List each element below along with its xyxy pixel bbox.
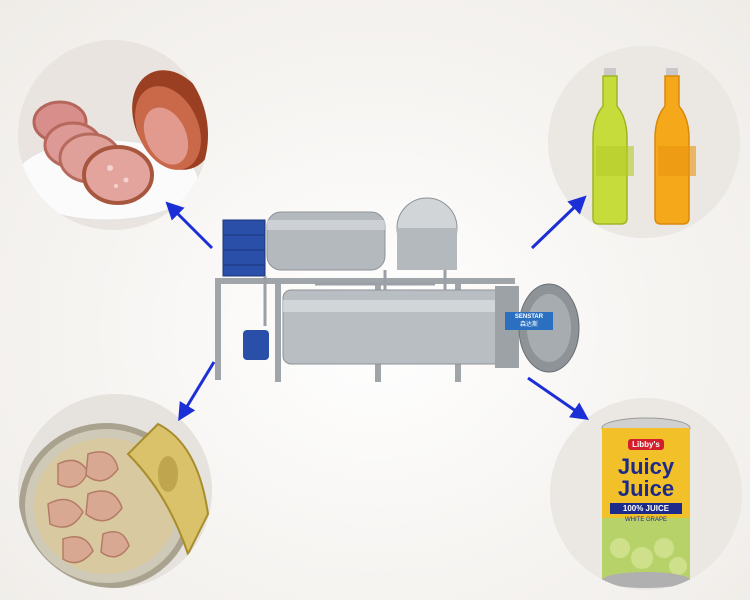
brand-plate-label: SENSTAR 森达斯 bbox=[505, 313, 553, 329]
brand-name: SENSTAR bbox=[514, 314, 544, 320]
ham-slices-image bbox=[18, 40, 208, 230]
brand-subname: 森达斯 bbox=[519, 322, 538, 328]
juice-can-image: Libby's Juicy Juice 100% JUICE WHITE GRA… bbox=[550, 398, 742, 590]
brand-logo: Libby's bbox=[628, 439, 664, 450]
juice-badge: 100% JUICE bbox=[610, 503, 682, 514]
product-name-line2: Juice bbox=[617, 476, 675, 501]
canned-tuna-image bbox=[18, 394, 212, 588]
bottled-drinks-image bbox=[548, 46, 740, 238]
product-name-line1: Juicy bbox=[617, 454, 675, 479]
juice-can-label: Libby's Juicy Juice 100% JUICE WHITE GRA… bbox=[602, 434, 690, 523]
retort-sterilizer-machine: SENSTAR 森达斯 bbox=[205, 180, 585, 400]
flavor-label: WHITE GRAPE bbox=[624, 517, 667, 523]
